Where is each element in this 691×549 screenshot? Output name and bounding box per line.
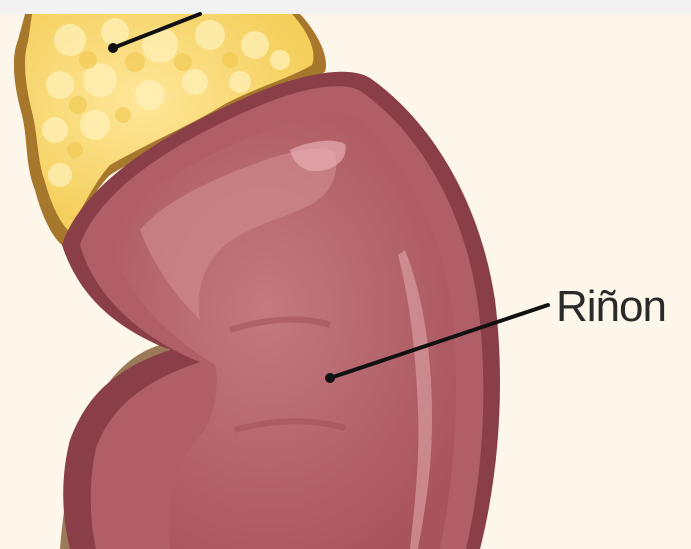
kidney-label: Riñon	[556, 282, 666, 332]
